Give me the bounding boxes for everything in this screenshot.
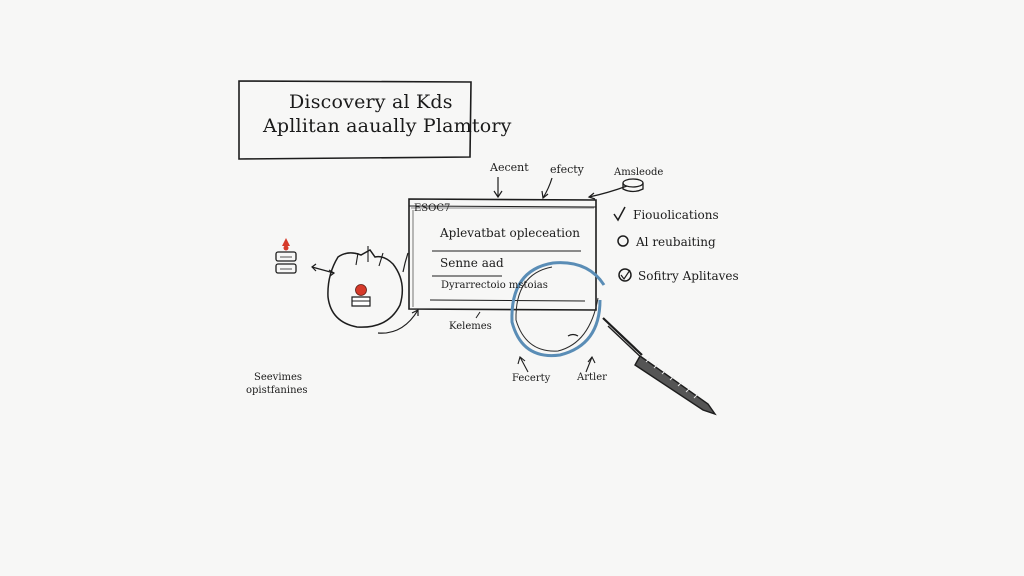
blob-node [327, 246, 404, 328]
check-icon [613, 206, 626, 222]
checklist-markers [613, 206, 632, 282]
disk-icon [622, 178, 644, 193]
panel-line-3: Dyrarrectoio mstoias [441, 280, 548, 291]
circle-icon [617, 235, 629, 247]
panel-header: ESOC7 [414, 203, 451, 214]
label-bottom-left: Fecerty [512, 373, 551, 384]
panel-line-2: Senne aad [440, 256, 504, 270]
label-below-panel: Kelemes [449, 321, 492, 332]
checklist-item-1: Fiouolications [633, 208, 719, 222]
title-box [238, 80, 472, 160]
checklist-item-3: Sofitry Aplitaves [638, 269, 739, 283]
title-line-2: Apllitan aaually Plamtory [263, 115, 512, 137]
panel-box [408, 198, 597, 311]
side-label-line-1: Seevimes [254, 372, 303, 383]
top-arrows [493, 177, 628, 200]
label-bottom-right: Artler [577, 372, 607, 383]
server-icon [275, 238, 297, 274]
title-line-1: Discovery al Kds [289, 91, 453, 113]
checklist-item-2: Al reubaiting [636, 235, 716, 249]
connector-arrows [311, 252, 419, 334]
panel-line-1: Aplevatbat opleceation [440, 226, 580, 240]
magnifier-icon [510, 261, 717, 416]
label-top-a: Aecent [490, 161, 529, 174]
label-top-c: Amsleode [614, 167, 664, 178]
lens-arrows [517, 355, 596, 373]
check-circle-icon [618, 268, 632, 282]
kelemes-arrow [475, 311, 481, 319]
side-label-line-2: opistfanines [246, 385, 308, 396]
label-top-b: efecty [550, 163, 584, 176]
